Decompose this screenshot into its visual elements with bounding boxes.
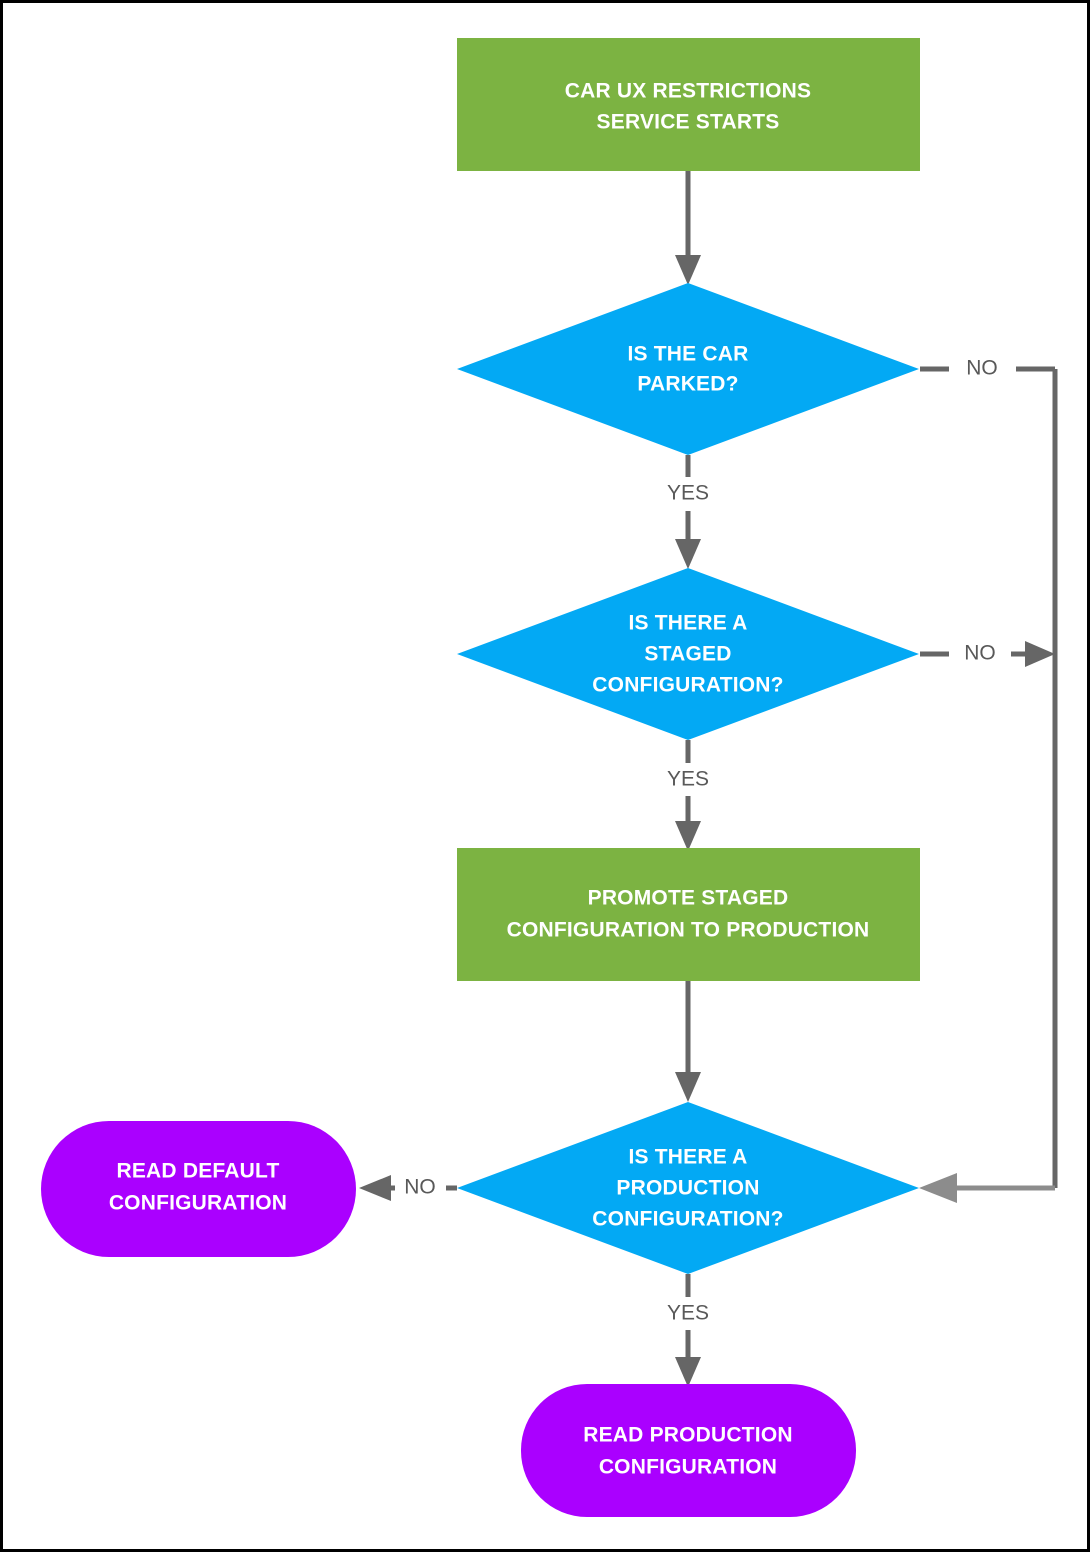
edge-label-staged-no: NO	[964, 642, 996, 665]
edge-label-production-yes: YES	[667, 1302, 709, 1325]
node-read-default-config-line-1: READ DEFAULT	[116, 1160, 279, 1183]
node-is-production-config-line-3: CONFIGURATION?	[592, 1208, 783, 1231]
node-is-car-parked[interactable]: IS THE CAR PARKED?	[457, 283, 919, 455]
edge-staged-no: NO	[920, 641, 1055, 667]
node-is-production-config-line-1: IS THERE A	[628, 1146, 747, 1169]
edge-parked-yes: YES	[667, 455, 709, 569]
node-is-car-parked-line-2: PARKED?	[637, 373, 738, 396]
node-start[interactable]: CAR UX RESTRICTIONS SERVICE STARTS	[457, 38, 920, 171]
node-is-production-config-line-2: PRODUCTION	[616, 1177, 759, 1200]
node-is-staged-config-line-1: IS THERE A	[628, 612, 747, 635]
edge-start-to-parked	[675, 171, 701, 285]
node-is-staged-config[interactable]: IS THERE A STAGED CONFIGURATION?	[457, 568, 919, 740]
node-promote-staged-line-2: CONFIGURATION TO PRODUCTION	[507, 919, 870, 942]
node-read-default-config-line-2: CONFIGURATION	[109, 1192, 287, 1215]
edge-rail-into-production	[919, 1173, 1055, 1203]
node-read-production-config[interactable]: READ PRODUCTION CONFIGURATION	[521, 1384, 856, 1517]
edge-label-staged-yes: YES	[667, 768, 709, 791]
edge-label-parked-no: NO	[966, 357, 998, 380]
node-start-line-2: SERVICE STARTS	[597, 111, 780, 134]
node-is-staged-config-line-3: CONFIGURATION?	[592, 674, 783, 697]
node-read-production-config-line-1: READ PRODUCTION	[583, 1424, 793, 1447]
node-read-default-config[interactable]: READ DEFAULT CONFIGURATION	[41, 1121, 356, 1257]
node-is-staged-config-line-2: STAGED	[644, 643, 731, 666]
edge-promote-to-production	[675, 981, 701, 1102]
node-start-line-1: CAR UX RESTRICTIONS	[565, 80, 811, 103]
node-promote-staged[interactable]: PROMOTE STAGED CONFIGURATION TO PRODUCTI…	[457, 848, 920, 981]
node-promote-staged-line-1: PROMOTE STAGED	[588, 887, 789, 910]
edge-production-no: NO	[359, 1175, 457, 1201]
edge-label-production-no: NO	[404, 1176, 436, 1199]
node-read-production-config-line-2: CONFIGURATION	[599, 1456, 777, 1479]
node-is-car-parked-line-1: IS THE CAR	[627, 343, 748, 366]
edge-label-parked-yes: YES	[667, 482, 709, 505]
flowchart-svg: NO YES NO YES	[41, 38, 1058, 1517]
edge-parked-no: NO	[920, 357, 1058, 1188]
edge-production-yes: YES	[667, 1274, 709, 1387]
node-is-production-config[interactable]: IS THERE A PRODUCTION CONFIGURATION?	[457, 1102, 919, 1274]
edge-staged-yes: YES	[667, 740, 709, 851]
